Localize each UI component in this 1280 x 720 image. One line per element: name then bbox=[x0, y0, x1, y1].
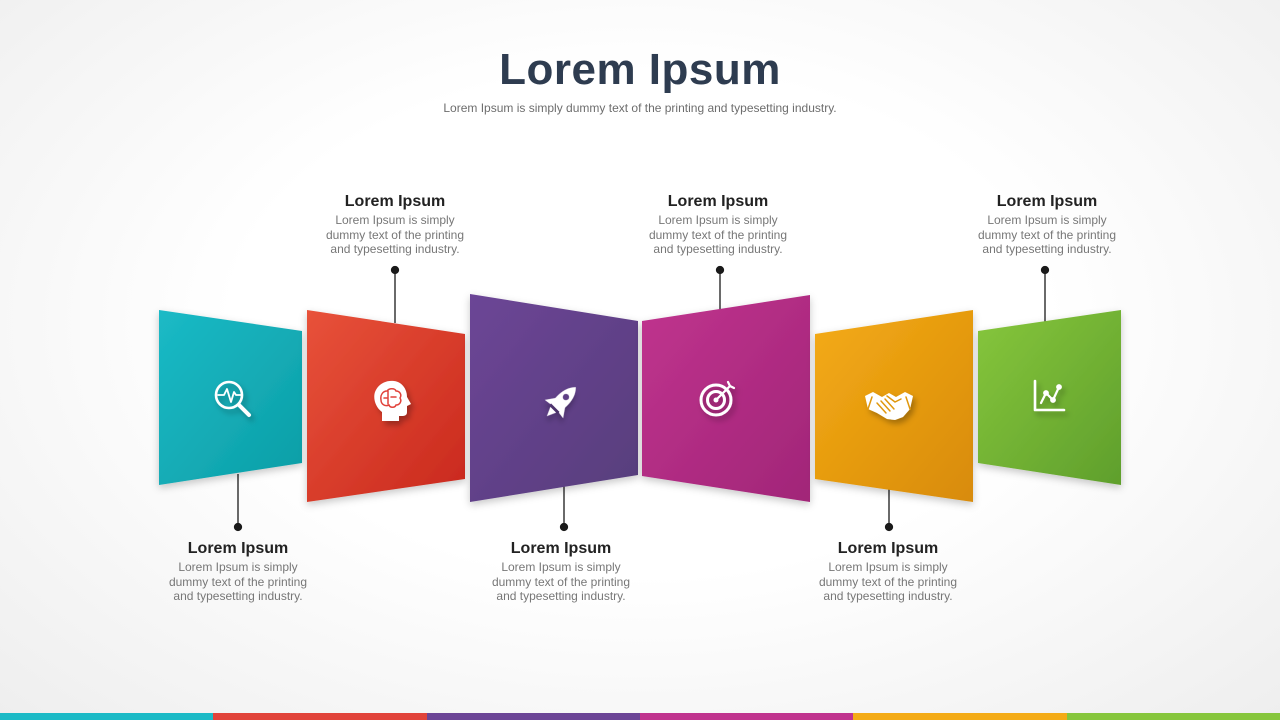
connector-dot-4 bbox=[715, 265, 725, 275]
connector-dot-3 bbox=[559, 522, 569, 532]
step-label-3: Lorem Ipsum Lorem Ipsum is simply dummy … bbox=[461, 539, 661, 604]
step-title: Lorem Ipsum bbox=[187, 540, 289, 557]
line-chart-icon bbox=[1033, 379, 1066, 412]
step-description: Lorem Ipsum is simply dummy text of the … bbox=[491, 560, 631, 603]
connector-dot-1 bbox=[233, 522, 243, 532]
footer-segment-3 bbox=[426, 713, 640, 720]
footer-segment-1 bbox=[0, 713, 214, 720]
connector-dot-5 bbox=[884, 522, 894, 532]
footer-segment-2 bbox=[213, 713, 427, 720]
color-footer-bar bbox=[0, 713, 1280, 720]
step-description: Lorem Ipsum is simply dummy text of the … bbox=[818, 560, 958, 603]
footer-segment-4 bbox=[639, 713, 854, 720]
step-title: Lorem Ipsum bbox=[837, 540, 939, 557]
footer-segment-6 bbox=[1066, 713, 1280, 720]
step-description: Lorem Ipsum is simply dummy text of the … bbox=[168, 560, 308, 603]
step-description: Lorem Ipsum is simply dummy text of the … bbox=[325, 213, 465, 256]
step-panel-3 bbox=[470, 294, 638, 502]
connector-dot-2 bbox=[390, 265, 400, 275]
page-subtitle: Lorem Ipsum is simply dummy text of the … bbox=[443, 101, 837, 115]
step-label-6: Lorem Ipsum Lorem Ipsum is simply dummy … bbox=[947, 192, 1147, 257]
brain-head-icon bbox=[374, 380, 411, 421]
page-title: Lorem Ipsum bbox=[499, 45, 781, 94]
footer-segment-5 bbox=[853, 713, 1067, 720]
handshake-icon bbox=[865, 392, 913, 420]
step-description: Lorem Ipsum is simply dummy text of the … bbox=[977, 213, 1117, 256]
magnifier-pulse-icon bbox=[214, 380, 251, 417]
target-icon bbox=[699, 380, 736, 417]
step-label-4: Lorem Ipsum Lorem Ipsum is simply dummy … bbox=[618, 192, 818, 257]
step-panel-4 bbox=[642, 295, 810, 502]
step-title: Lorem Ipsum bbox=[510, 540, 612, 557]
step-title: Lorem Ipsum bbox=[667, 193, 769, 210]
step-label-1: Lorem Ipsum Lorem Ipsum is simply dummy … bbox=[138, 539, 338, 604]
step-title: Lorem Ipsum bbox=[996, 193, 1098, 210]
step-label-5: Lorem Ipsum Lorem Ipsum is simply dummy … bbox=[788, 539, 988, 604]
step-description: Lorem Ipsum is simply dummy text of the … bbox=[648, 213, 788, 256]
step-title: Lorem Ipsum bbox=[344, 193, 446, 210]
step-label-2: Lorem Ipsum Lorem Ipsum is simply dummy … bbox=[295, 192, 495, 257]
connector-dot-6 bbox=[1040, 265, 1050, 275]
